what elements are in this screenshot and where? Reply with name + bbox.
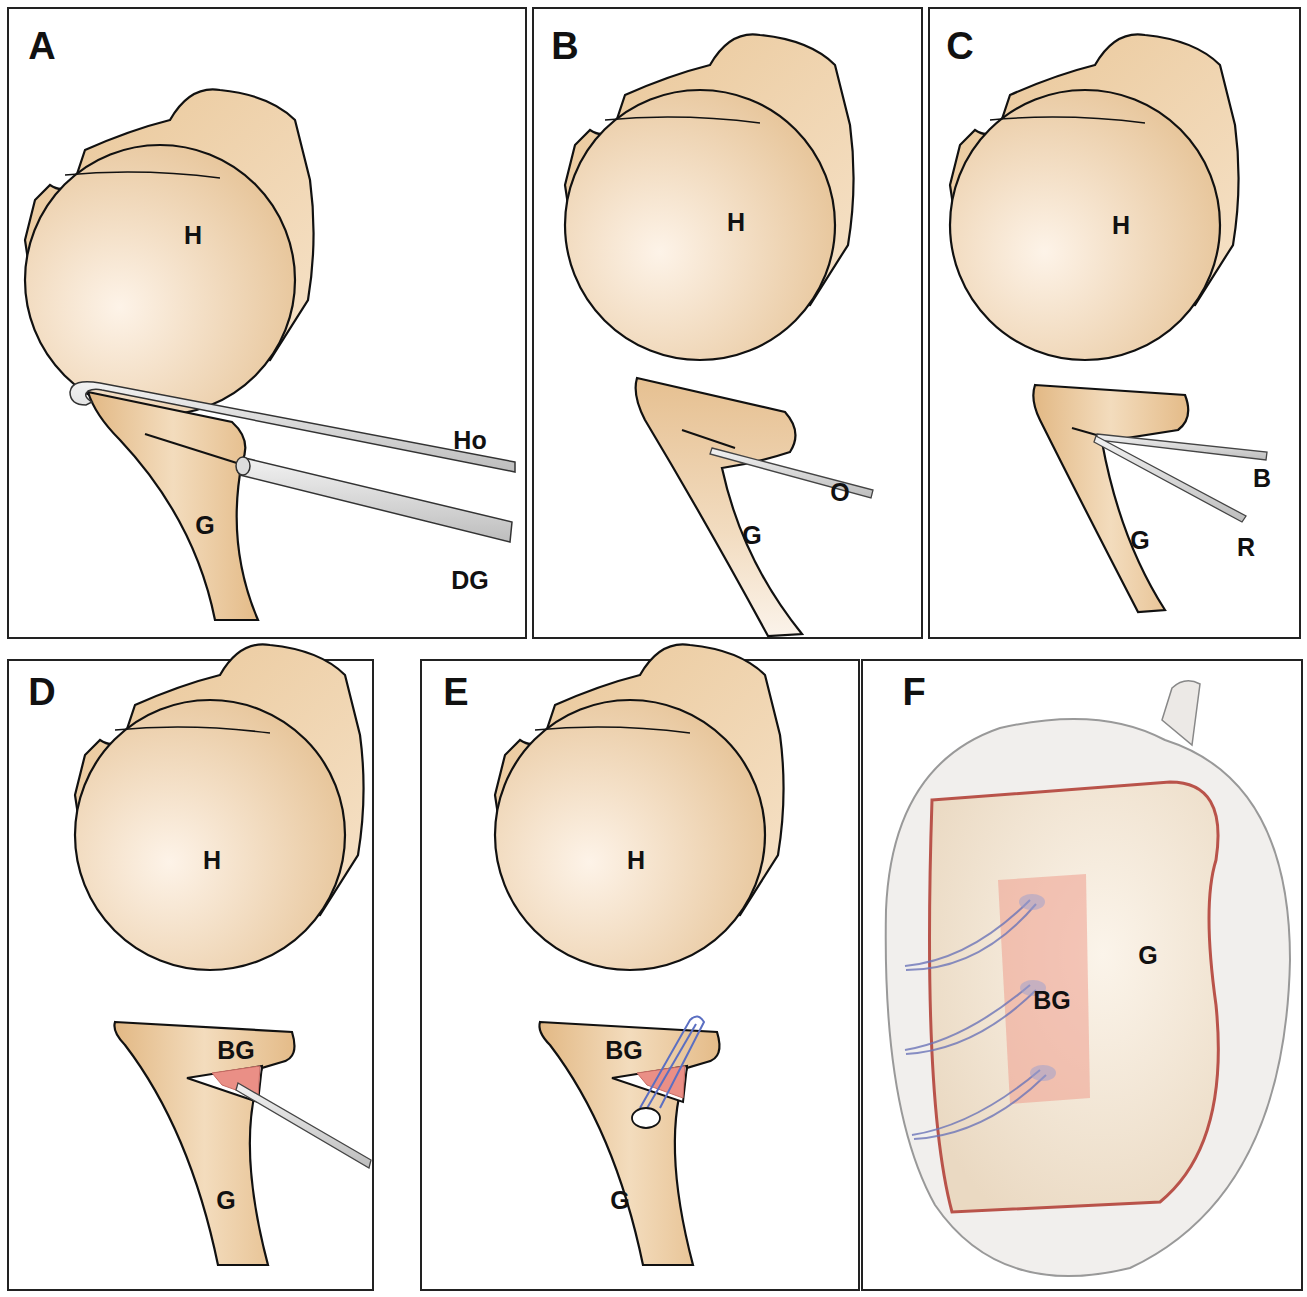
part-label: H — [1112, 213, 1130, 238]
panel-letter: B — [551, 27, 578, 65]
part-label: G — [1138, 943, 1157, 968]
panel-letter: A — [28, 27, 55, 65]
part-label: H — [203, 848, 221, 873]
part-label: H — [627, 848, 645, 873]
part-label: H — [727, 210, 745, 235]
part-label: G — [1130, 528, 1149, 553]
part-label: R — [1237, 535, 1255, 560]
part-label: G — [195, 513, 214, 538]
part-label: G — [216, 1188, 235, 1213]
panel-letter: E — [443, 673, 468, 711]
part-label: G — [742, 523, 761, 548]
part-label: G — [610, 1188, 629, 1213]
panel-letter: C — [946, 27, 973, 65]
part-label: BG — [605, 1038, 643, 1063]
panel-letter: F — [902, 673, 925, 711]
part-label: DG — [451, 568, 489, 593]
part-label: BG — [217, 1038, 255, 1063]
part-label: B — [1253, 466, 1271, 491]
part-label: H — [184, 223, 202, 248]
part-label: Ho — [453, 428, 486, 453]
part-label: O — [830, 480, 849, 505]
panel-letter: D — [28, 673, 55, 711]
part-label: BG — [1033, 988, 1071, 1013]
